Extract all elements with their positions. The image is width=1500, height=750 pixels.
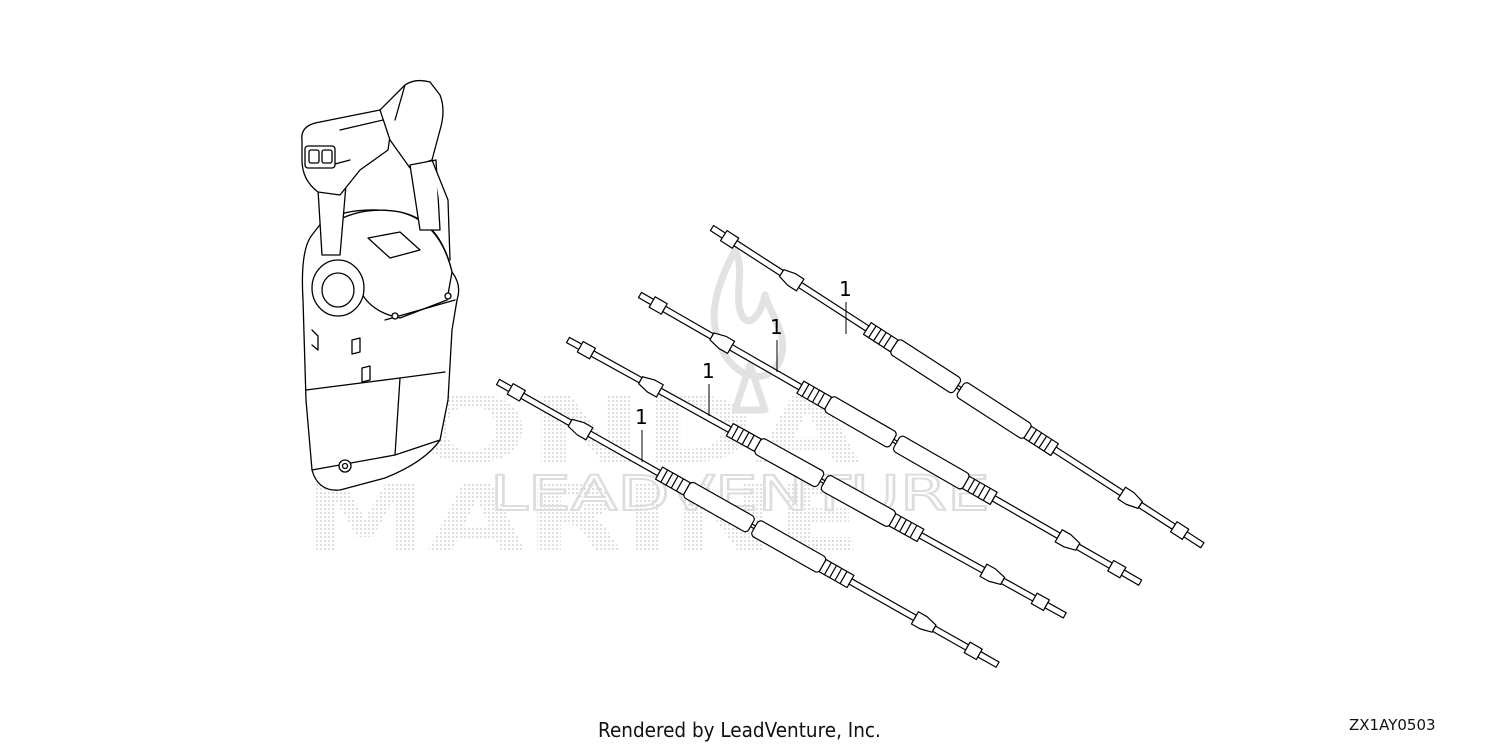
callout-cable-4[interactable]: 1 xyxy=(635,405,648,429)
remote-control-box xyxy=(301,79,460,491)
cable-4 xyxy=(495,378,1000,668)
diagram-code: ZX1AY0503 xyxy=(1349,716,1436,734)
cable-1 xyxy=(709,224,1205,549)
callout-cable-3[interactable]: 1 xyxy=(702,359,715,383)
callout-cable-2[interactable]: 1 xyxy=(770,315,783,339)
cables xyxy=(495,224,1205,668)
cable-2 xyxy=(637,291,1143,586)
cable-3 xyxy=(565,336,1067,619)
callout-leaders xyxy=(641,302,847,462)
footer-credit: Rendered by LeadVenture, Inc. xyxy=(598,718,881,742)
callout-cable-1[interactable]: 1 xyxy=(839,277,852,301)
watermark-brand-line2: MARINE xyxy=(302,465,862,572)
